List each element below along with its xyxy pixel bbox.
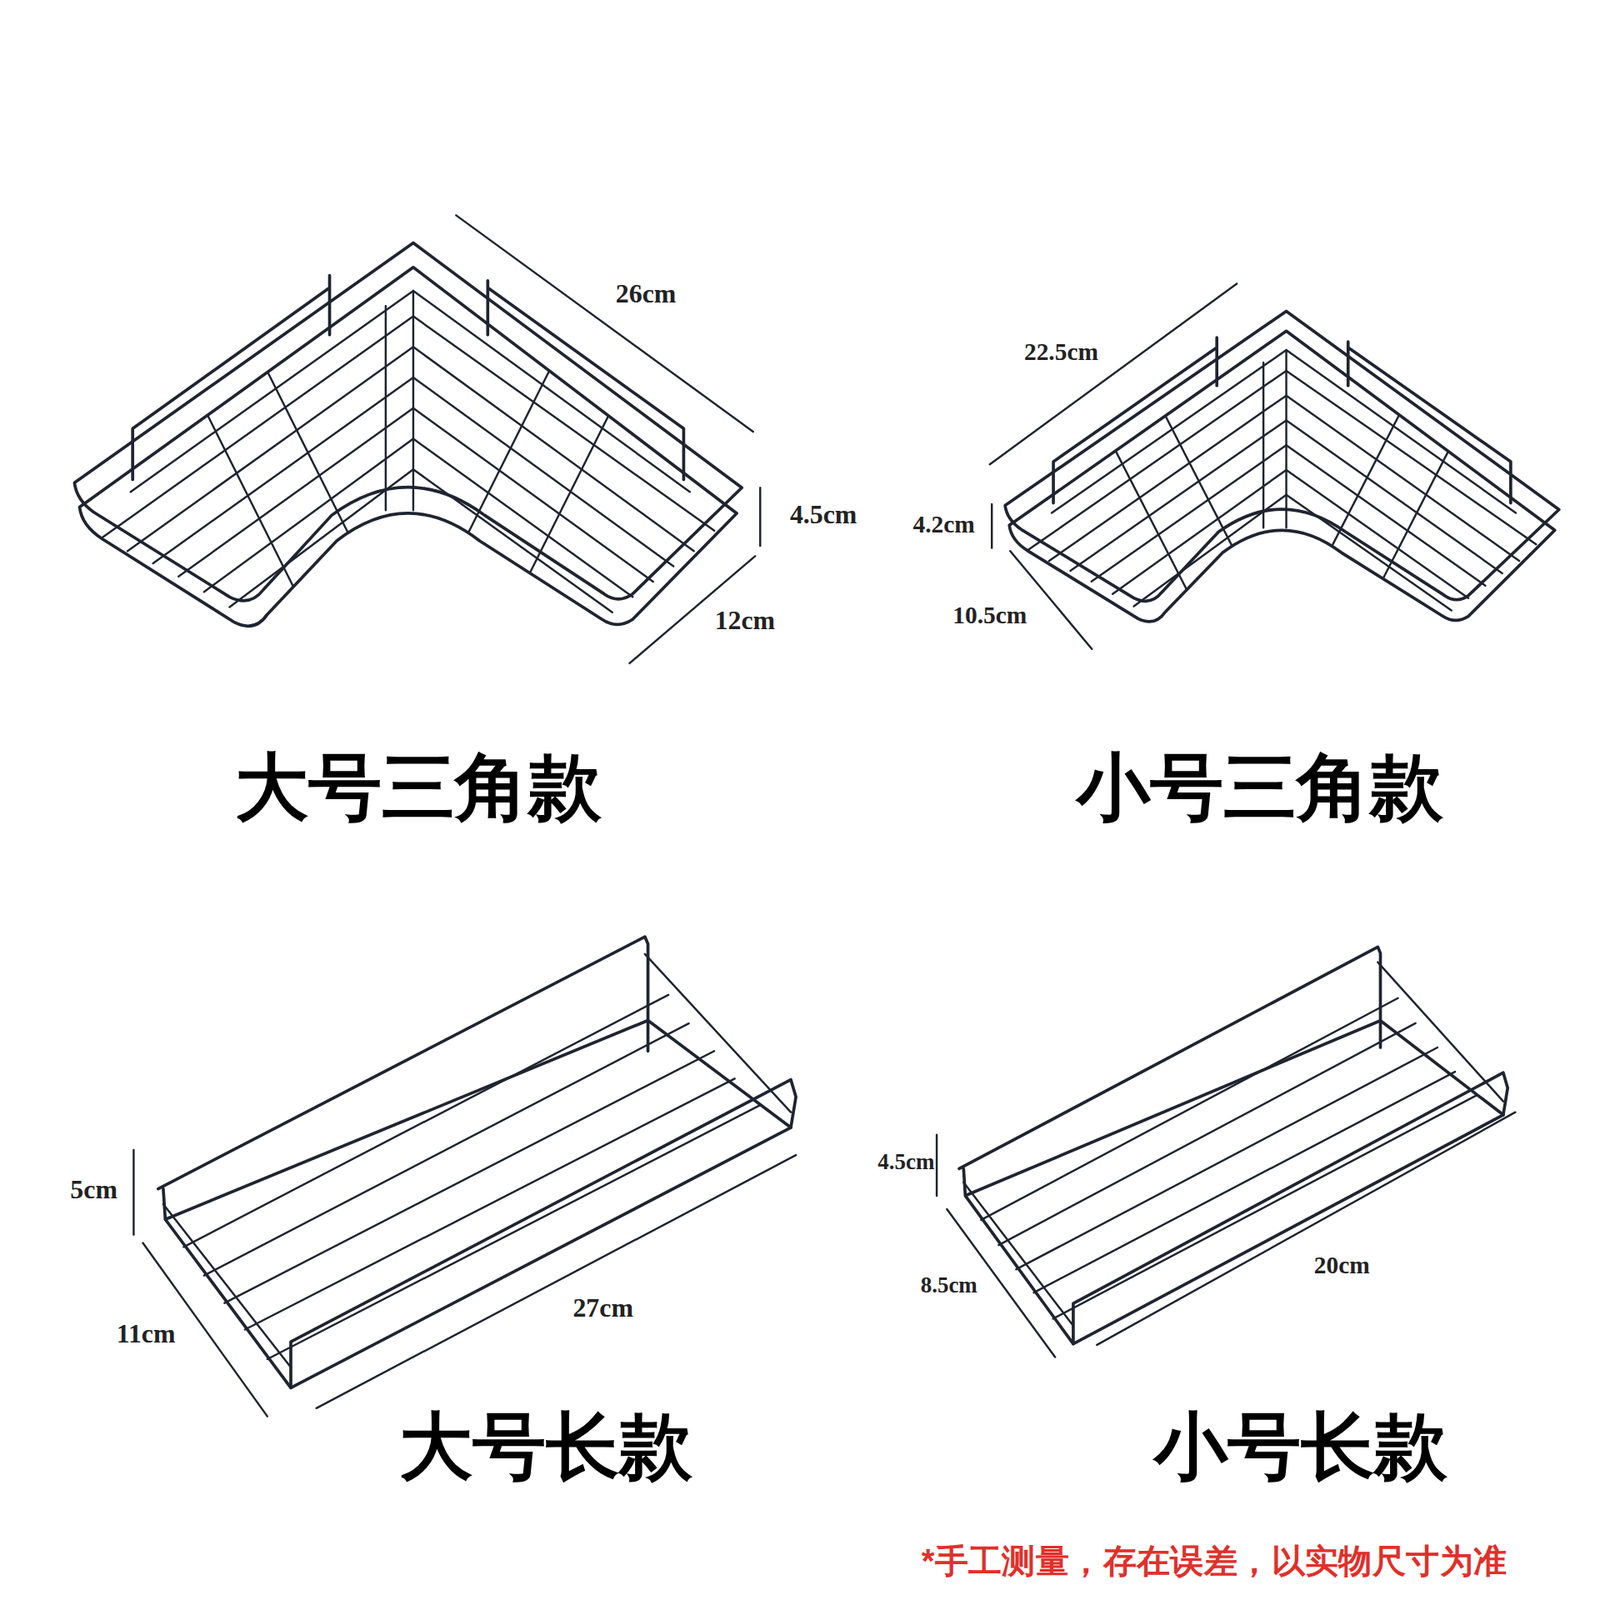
dimension-label: 27cm [572, 1295, 633, 1325]
dimension-label: 26cm [615, 280, 676, 310]
dimension-label: 4.5cm [877, 1150, 935, 1175]
dimension-label: 4.2cm [913, 510, 975, 538]
dimension-label: 11cm [116, 1320, 176, 1350]
product-name: 小号长款 [1154, 1406, 1449, 1488]
dimension-label: 5cm [70, 1175, 118, 1205]
product-name: 大号长款 [399, 1406, 694, 1488]
dimension-label: 4.5cm [790, 500, 857, 530]
dimension-label: 20cm [1314, 1251, 1370, 1279]
dimension-label: 8.5cm [920, 1273, 978, 1299]
dimension-label: 22.5cm [1024, 338, 1099, 365]
product-name: 大号三角款 [235, 747, 603, 829]
measurement-note: *手工测量，存在误差，以实物尺寸为准 [921, 1542, 1508, 1580]
dimension-label: 12cm [715, 606, 775, 636]
dimension-label: 10.5cm [952, 601, 1027, 629]
product-name: 小号三角款 [1076, 747, 1445, 829]
